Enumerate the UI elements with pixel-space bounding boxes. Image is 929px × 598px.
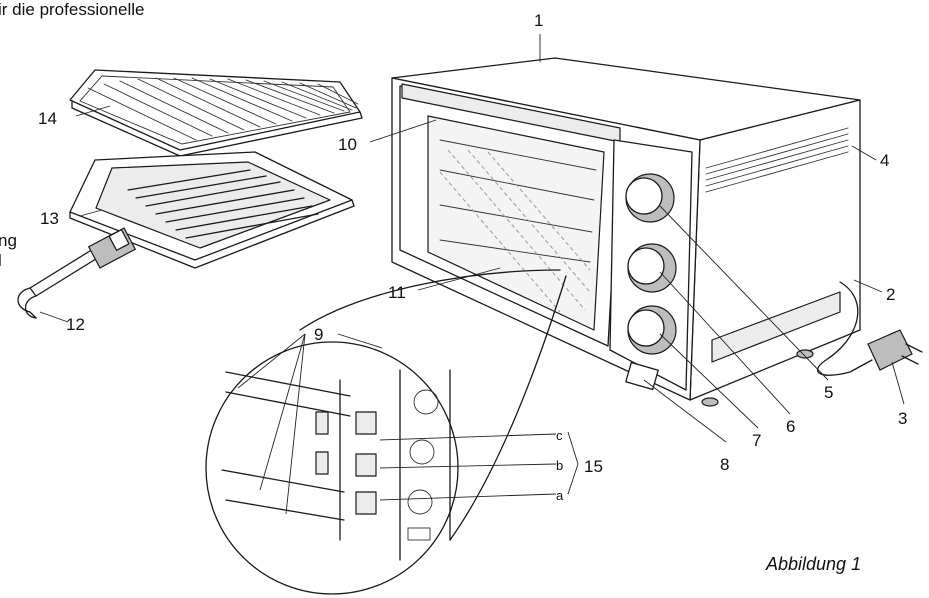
pilot-light — [625, 361, 659, 391]
baking-tray — [69, 151, 355, 269]
callout-7: 7 — [752, 431, 761, 450]
callout-3: 3 — [898, 409, 907, 428]
rack-position-b: b — [556, 458, 563, 473]
callout-14: 14 — [38, 109, 57, 128]
door-dashed-pattern — [439, 149, 591, 313]
rack-position-labels: c b a — [556, 428, 564, 503]
detail-magnifier — [205, 269, 567, 595]
tray-handle — [17, 227, 137, 319]
side-fragment-bottom: l — [0, 251, 2, 270]
timer-knob — [625, 173, 675, 223]
wire-rack — [69, 69, 363, 157]
rack-position-c: c — [556, 428, 563, 443]
callout-11: 11 — [388, 283, 406, 302]
rack-position-a: a — [556, 488, 564, 503]
temperature-knob — [627, 305, 677, 355]
figure-caption: Abbildung 1 — [765, 554, 861, 574]
callout-15: 15 — [584, 457, 603, 476]
callout-1: 1 — [534, 11, 543, 30]
callout-9: 9 — [314, 325, 323, 344]
callout-8: 8 — [720, 455, 729, 474]
callout-numbers: 1 2 3 4 5 6 7 8 9 10 11 12 13 14 15 — [38, 11, 907, 476]
side-fragment-top: ng — [0, 231, 17, 250]
callout-5: 5 — [824, 383, 833, 402]
callout-6: 6 — [786, 417, 795, 436]
header-fragment: ir die professionelle — [0, 0, 144, 19]
callout-4: 4 — [880, 151, 889, 170]
toaster-oven — [391, 57, 861, 407]
callout-13: 13 — [40, 209, 59, 228]
leader-lines — [39, 34, 905, 515]
power-cord — [816, 281, 923, 376]
callout-10: 10 — [338, 135, 357, 154]
vent-slots — [705, 127, 849, 193]
callout-2: 2 — [886, 285, 895, 304]
function-knob — [627, 243, 677, 293]
callout-12: 12 — [66, 315, 85, 334]
